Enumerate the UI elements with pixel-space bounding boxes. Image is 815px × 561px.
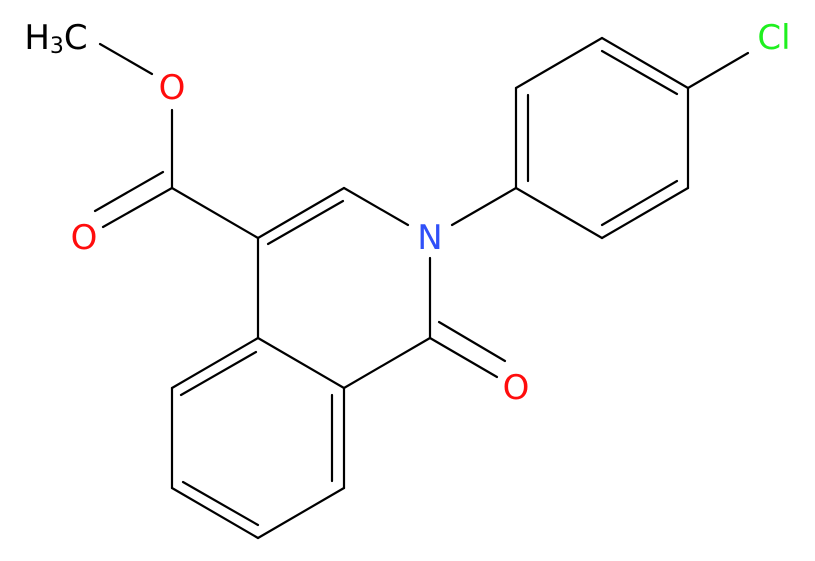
ester-oxygen-label: O xyxy=(159,68,186,108)
bond-c3-n xyxy=(342,186,410,227)
bond-c4a-c5-inner xyxy=(179,350,258,397)
bond-ph5-ph6-inner xyxy=(600,179,679,227)
lactam-oxygen-label: O xyxy=(503,368,530,408)
bond-carbonyl-double-2 xyxy=(93,170,165,213)
bond-carbonyl-c4 xyxy=(170,186,260,240)
methyl-subscript: 3 xyxy=(50,34,64,59)
bond-c4-c3-inner xyxy=(266,199,345,246)
bonds xyxy=(93,36,750,540)
methyl-label: H3C xyxy=(24,18,87,59)
bond-c7-c8 xyxy=(256,486,346,540)
bond-c1-o-2 xyxy=(437,320,507,363)
bond-c6-c7-inner xyxy=(181,480,260,527)
bond-ph3-ph4 xyxy=(600,36,690,90)
bond-n-phenyl xyxy=(450,186,518,227)
bond-ph3-ph4-inner xyxy=(600,49,679,96)
bond-c4-c3 xyxy=(256,186,346,240)
bond-carbonyl-double-1 xyxy=(101,186,174,229)
methyl-h: H xyxy=(24,18,50,58)
carbonyl-oxygen-label: O xyxy=(71,218,98,258)
bond-c1-o-1 xyxy=(428,336,499,379)
bond-methyl-oxygen xyxy=(98,42,154,76)
bond-ph2-ph3 xyxy=(514,36,604,90)
atom-labels: H3C O O N O Cl xyxy=(24,18,790,408)
bond-c6-c7 xyxy=(170,486,260,540)
bond-c4a-c5 xyxy=(170,336,260,390)
ring-nitrogen-label: N xyxy=(417,218,442,258)
bond-c4a-c8a xyxy=(256,336,346,390)
bond-ph6-ph1 xyxy=(514,186,604,240)
chlorine-label: Cl xyxy=(757,18,790,58)
bond-ph5-ph6 xyxy=(600,186,690,240)
bond-phenyl-chlorine xyxy=(686,51,750,90)
methyl-c: C xyxy=(64,18,88,58)
bond-c1-c8a xyxy=(342,336,432,390)
